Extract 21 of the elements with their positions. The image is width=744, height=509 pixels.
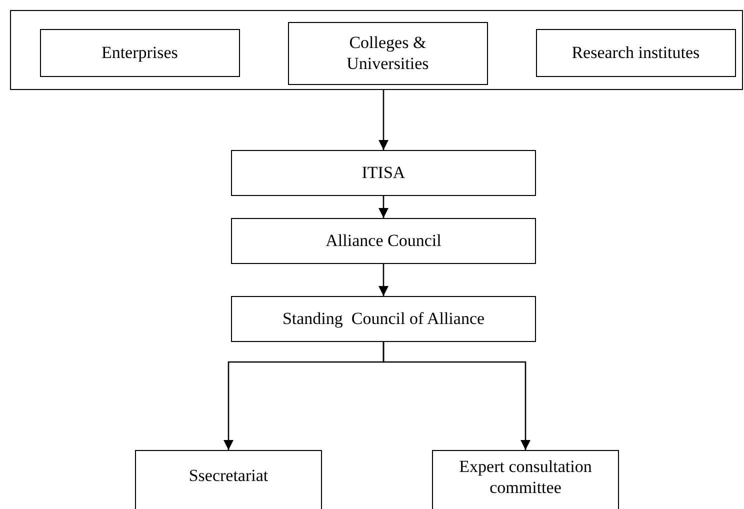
box-label: Standing Council of Alliance: [282, 308, 485, 330]
box-label: Enterprises: [101, 42, 178, 64]
box-label: Alliance Council: [326, 230, 442, 252]
org-box: [231, 296, 536, 342]
org-box: [135, 450, 322, 509]
group-box: [10, 10, 743, 90]
box-label: ITISA: [362, 162, 406, 184]
arrow: [382, 342, 530, 450]
org-box: [536, 28, 736, 77]
org-box: [40, 28, 240, 77]
arrow: [378, 264, 388, 296]
org-box: [288, 22, 488, 85]
box-label: Colleges & Universities: [346, 32, 430, 74]
org-box: [432, 450, 619, 509]
box-label: Ssecretariat: [188, 465, 268, 486]
org-box: [231, 150, 536, 196]
org-box: [231, 218, 536, 264]
arrow: [378, 90, 388, 150]
box-label: Research institutes: [572, 42, 700, 64]
box-label: Expert consultation committee: [458, 456, 593, 498]
arrow: [378, 196, 388, 218]
